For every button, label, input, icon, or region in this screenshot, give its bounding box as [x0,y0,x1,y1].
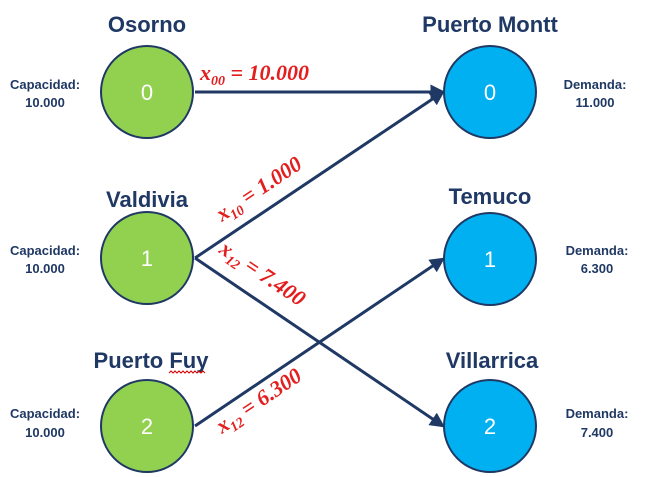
supply-node-2[interactable] [100,379,194,473]
demand-value-1: 6.300 [581,261,614,276]
demand-label-1: Demanda: [566,243,629,258]
supply-city-1: Valdivia [106,187,189,212]
demand-city-0: Puerto Montt [422,12,558,37]
supply-node-2-id: 2 [141,414,153,439]
supply-city-2: Puerto Fuy [94,348,210,373]
supply-capacity-value-2: 10.000 [25,425,65,440]
edge-valdivia-puerto-montt [194,90,445,260]
demand-city-2: Villarrica [446,348,539,373]
demand-node-1[interactable] [443,212,537,306]
demand-node-0[interactable] [443,45,537,139]
flow-label-x00: x00 = 10.000 [199,60,309,89]
supply-node-0[interactable] [100,45,194,139]
supply-capacity-label-1: Capacidad: [10,243,80,258]
flow-label-x12-puerto-fuy: x12 = 6.300 [210,363,308,442]
supply-city-0: Osorno [108,12,186,37]
spellcheck-underline [168,370,206,374]
demand-value-2: 7.400 [581,425,614,440]
supply-capacity-value-0: 10.000 [25,95,65,110]
supply-node-0-id: 0 [141,80,153,105]
demand-node-0-id: 0 [484,80,496,105]
demand-value-0: 11.000 [575,95,614,110]
supply-capacity-label-0: Capacidad: [10,77,80,92]
supply-capacity-label-2: Capacidad: [10,406,80,421]
supply-capacity-value-1: 10.000 [25,261,65,276]
demand-node-2-id: 2 [484,414,496,439]
demand-label-2: Demanda: [566,406,629,421]
demand-city-1: Temuco [449,184,532,209]
demand-label-0: Demanda: [564,77,627,92]
demand-node-2[interactable] [443,379,537,473]
demand-node-1-id: 1 [484,247,496,272]
edge-puerto-fuy-temuco [194,257,445,428]
supply-node-1-id: 1 [141,246,153,271]
supply-node-1[interactable] [100,211,194,305]
